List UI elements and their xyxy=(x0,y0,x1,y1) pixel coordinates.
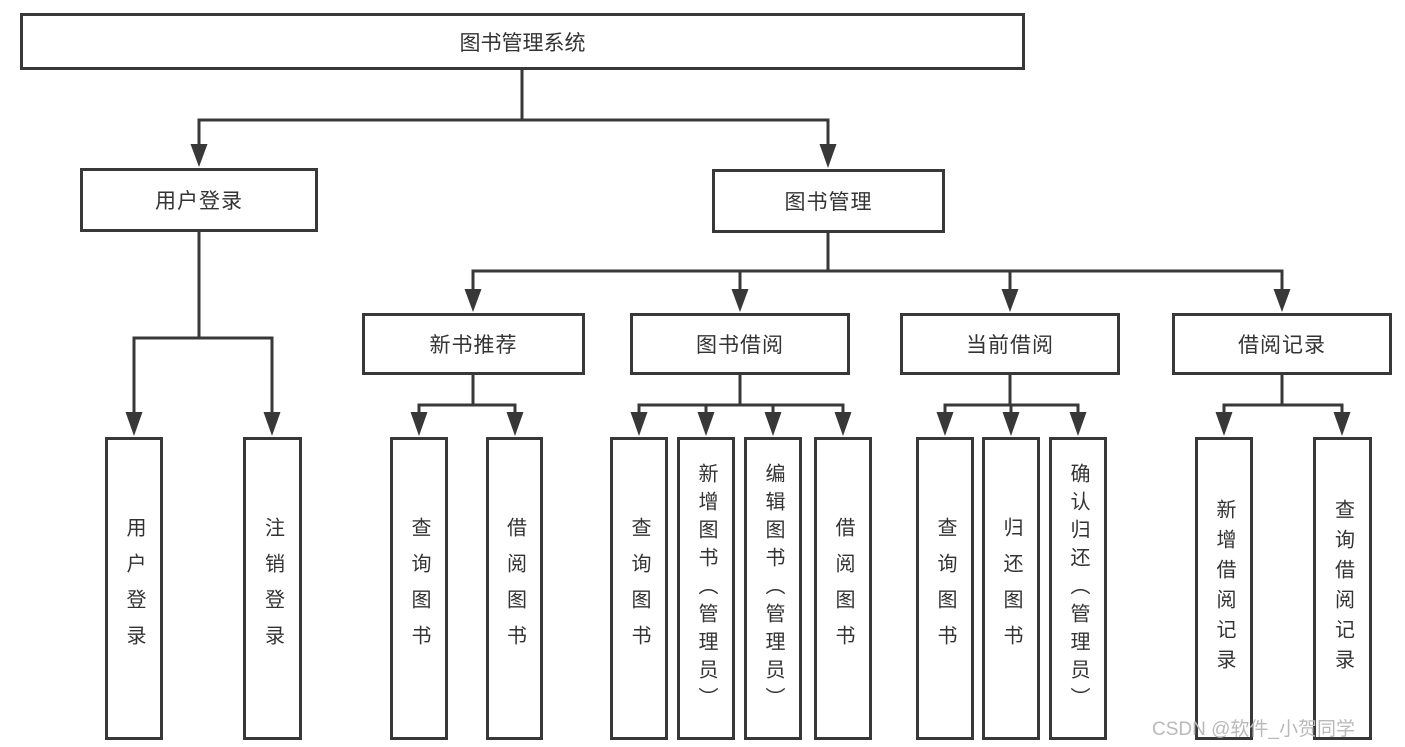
node-label: 确认归还（管理员） xyxy=(1067,462,1089,715)
node-label: 用户登录 xyxy=(123,516,145,661)
node-borrow-record: 借阅记录 xyxy=(1172,313,1392,375)
node-new-book-recommend: 新书推荐 xyxy=(362,313,585,375)
node-label: 注销登录 xyxy=(261,516,284,661)
node-label: 借阅记录 xyxy=(1238,334,1326,357)
leaf-query-book-borrow: 查询图书 xyxy=(610,437,668,740)
node-label: 图书借阅 xyxy=(696,334,784,357)
leaf-user-login: 用户登录 xyxy=(105,437,163,740)
node-label: 图书管理 xyxy=(784,191,873,214)
leaf-return-book: 归还图书 xyxy=(982,437,1040,740)
node-label: 查询图书 xyxy=(628,516,650,661)
leaf-confirm-return-admin: 确认归还（管理员） xyxy=(1049,437,1107,740)
node-label: 新增图书（管理员） xyxy=(695,462,717,715)
node-book-borrow: 图书借阅 xyxy=(630,313,850,375)
leaf-add-book-admin: 新增图书（管理员） xyxy=(677,437,735,740)
node-label: 查询图书 xyxy=(934,516,956,661)
node-label: 查询借阅记录 xyxy=(1331,498,1354,679)
node-label: 借阅图书 xyxy=(832,516,854,661)
node-label: 当前借阅 xyxy=(966,334,1054,357)
node-label: 编辑图书（管理员） xyxy=(762,462,784,715)
leaf-query-book-current: 查询图书 xyxy=(916,437,974,740)
node-label: 用户登录 xyxy=(155,190,243,213)
arrowhead-icons xyxy=(125,144,1351,436)
node-label: 查询图书 xyxy=(408,516,430,661)
leaf-query-borrow-record: 查询借阅记录 xyxy=(1313,437,1372,740)
node-label: 新书推荐 xyxy=(429,334,518,357)
node-label: 新增借阅记录 xyxy=(1213,498,1235,679)
leaf-borrow-book-recommend: 借阅图书 xyxy=(486,437,543,740)
node-user-login: 用户登录 xyxy=(80,168,318,232)
node-book-management: 图书管理 xyxy=(712,169,945,233)
leaf-borrow-book: 借阅图书 xyxy=(814,437,872,740)
leaf-edit-book-admin: 编辑图书（管理员） xyxy=(744,437,802,740)
node-label: 归还图书 xyxy=(1000,516,1022,661)
leaf-query-book-recommend: 查询图书 xyxy=(390,437,448,740)
leaf-add-borrow-record: 新增借阅记录 xyxy=(1195,437,1253,740)
node-library-management-system: 图书管理系统 xyxy=(20,13,1025,70)
node-label: 借阅图书 xyxy=(503,516,526,661)
node-label: 图书管理系统 xyxy=(459,31,586,55)
csdn-watermark: CSDN @软件_小贺同学 xyxy=(1152,719,1355,740)
node-current-borrow: 当前借阅 xyxy=(900,313,1120,375)
leaf-logout: 注销登录 xyxy=(243,437,302,740)
